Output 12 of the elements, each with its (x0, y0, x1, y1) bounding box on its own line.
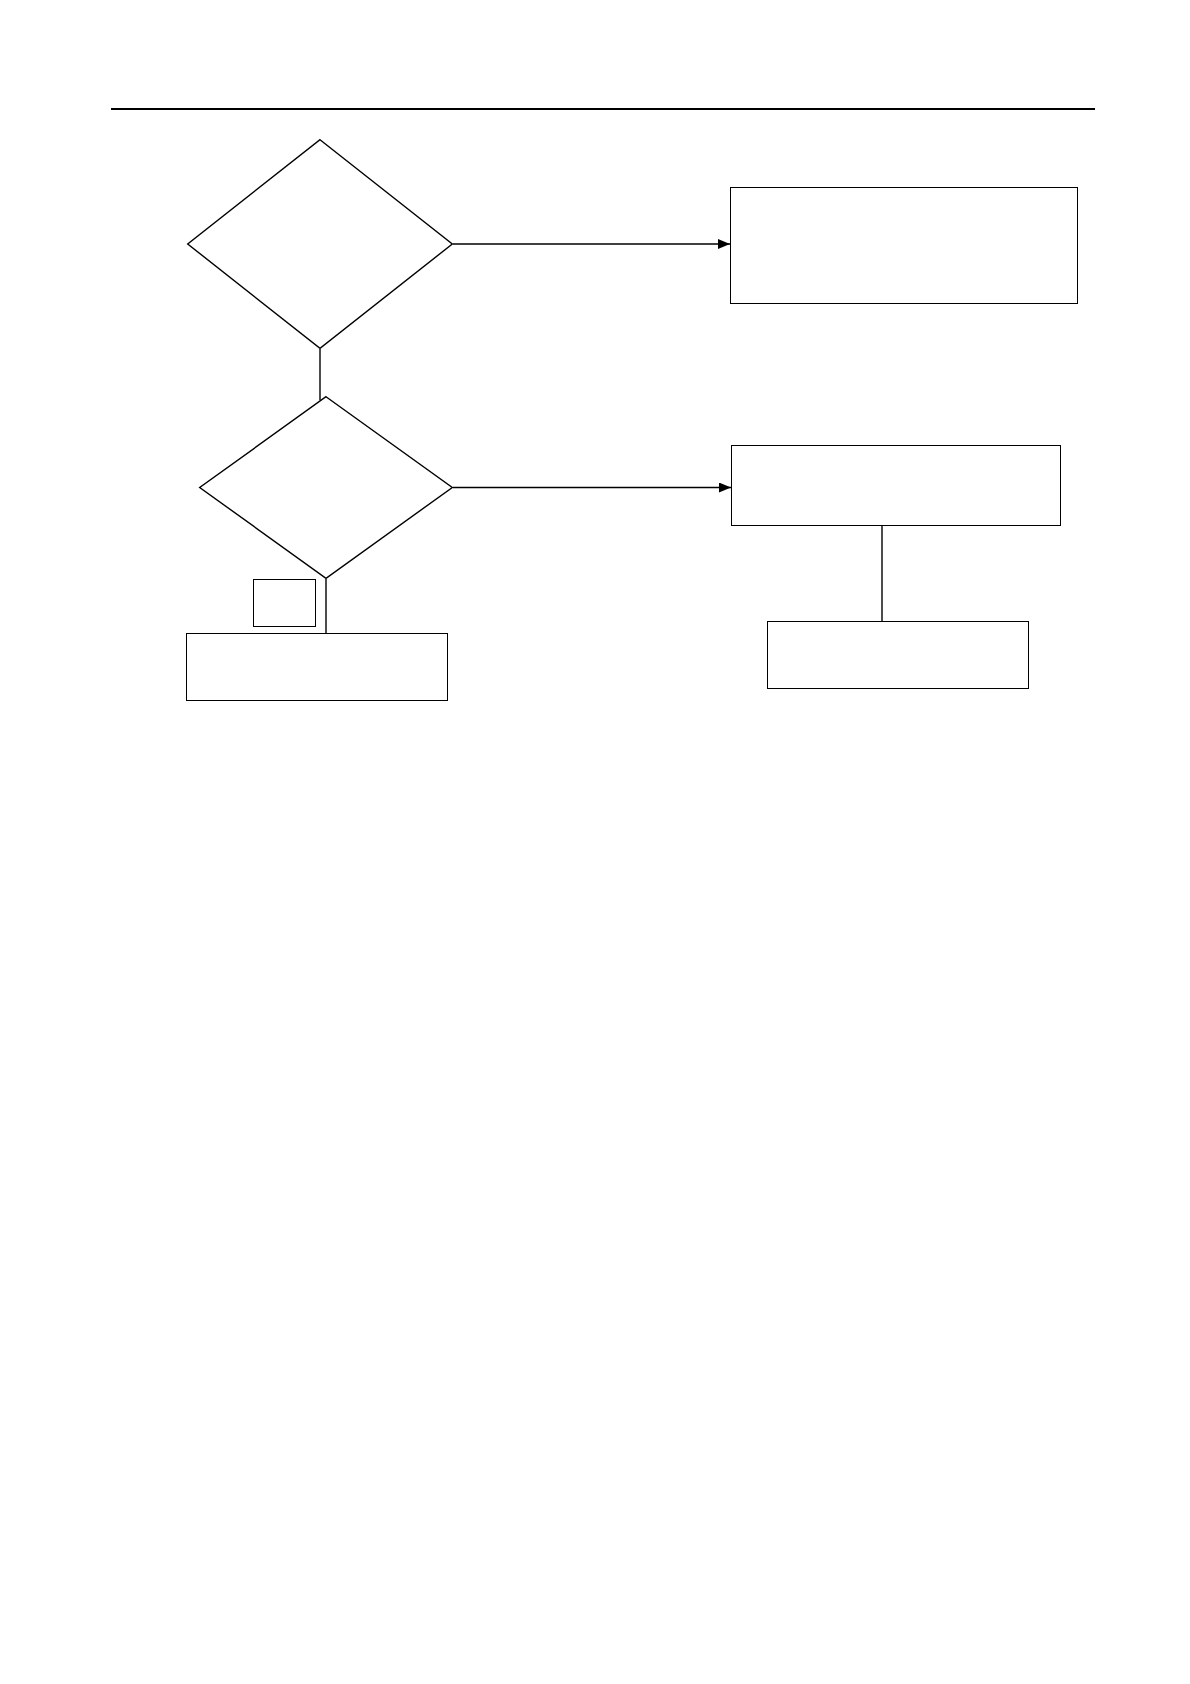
process-box (253, 579, 316, 627)
process-box (186, 633, 448, 701)
process-box (731, 445, 1061, 526)
decision-diamond (187, 139, 453, 349)
connector-line (881, 525, 883, 622)
process-box (767, 621, 1029, 689)
arrow (452, 239, 731, 249)
process-box (730, 187, 1078, 304)
decision-diamond (199, 396, 453, 579)
arrow (452, 482, 732, 493)
connector-line (325, 578, 327, 634)
connector-line (319, 348, 321, 401)
